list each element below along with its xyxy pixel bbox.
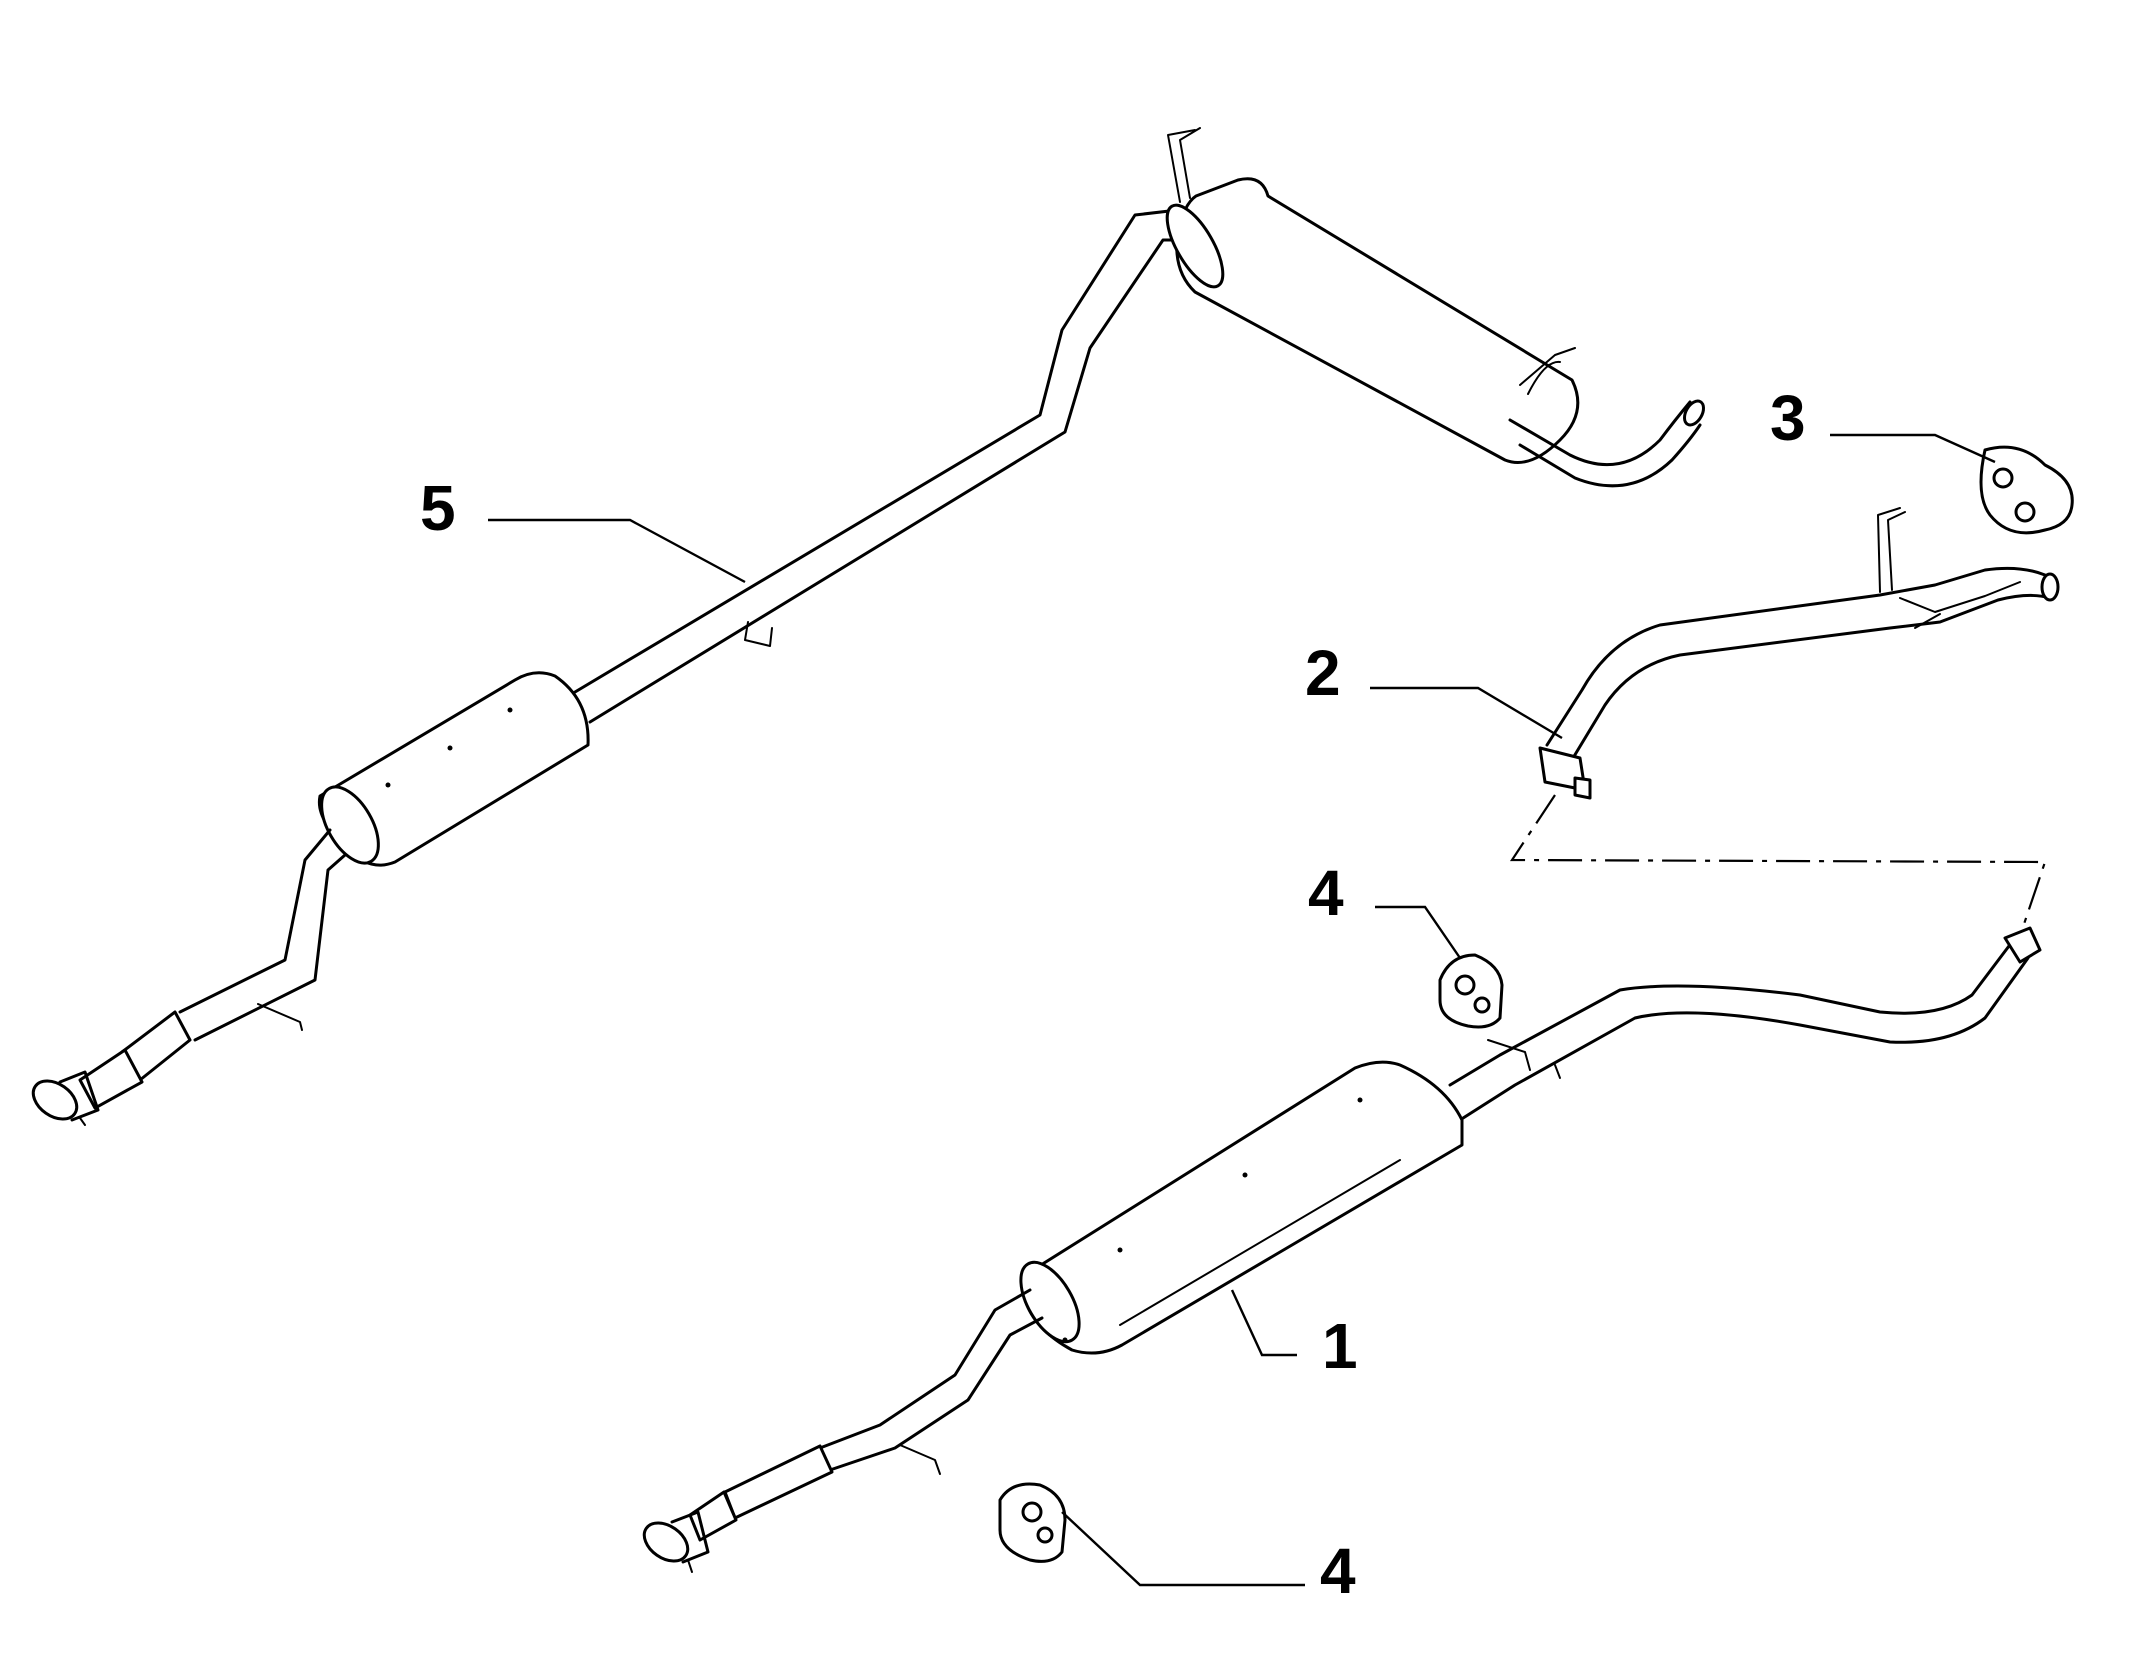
leader-1	[1230, 1289, 1297, 1357]
part-1-center-muffler-assembly[interactable]	[637, 926, 2042, 1573]
callout-5: 5	[420, 472, 456, 544]
callout-4-upper: 4	[1308, 857, 1344, 929]
callout-3: 3	[1770, 382, 1806, 454]
leader-3	[1830, 433, 1996, 464]
part-2-front-pipe[interactable]	[1538, 507, 2060, 800]
connection-line	[1509, 794, 2047, 931]
leader-4-upper	[1375, 905, 1461, 959]
callout-1: 1	[1322, 1310, 1358, 1382]
part-4-hanger-rubber-upper[interactable]	[1438, 953, 1504, 1029]
leader-4-lower	[1061, 1511, 1305, 1587]
part-5-rear-exhaust-assembly[interactable]	[26, 127, 1707, 1127]
callout-2: 2	[1305, 637, 1341, 709]
leader-5	[488, 518, 746, 584]
leader-2	[1370, 686, 1563, 740]
part-4-hanger-rubber-lower[interactable]	[998, 1482, 1067, 1563]
part-3-hanger-rubber-double[interactable]	[1979, 445, 2074, 535]
callout-4-lower: 4	[1320, 1535, 1356, 1607]
